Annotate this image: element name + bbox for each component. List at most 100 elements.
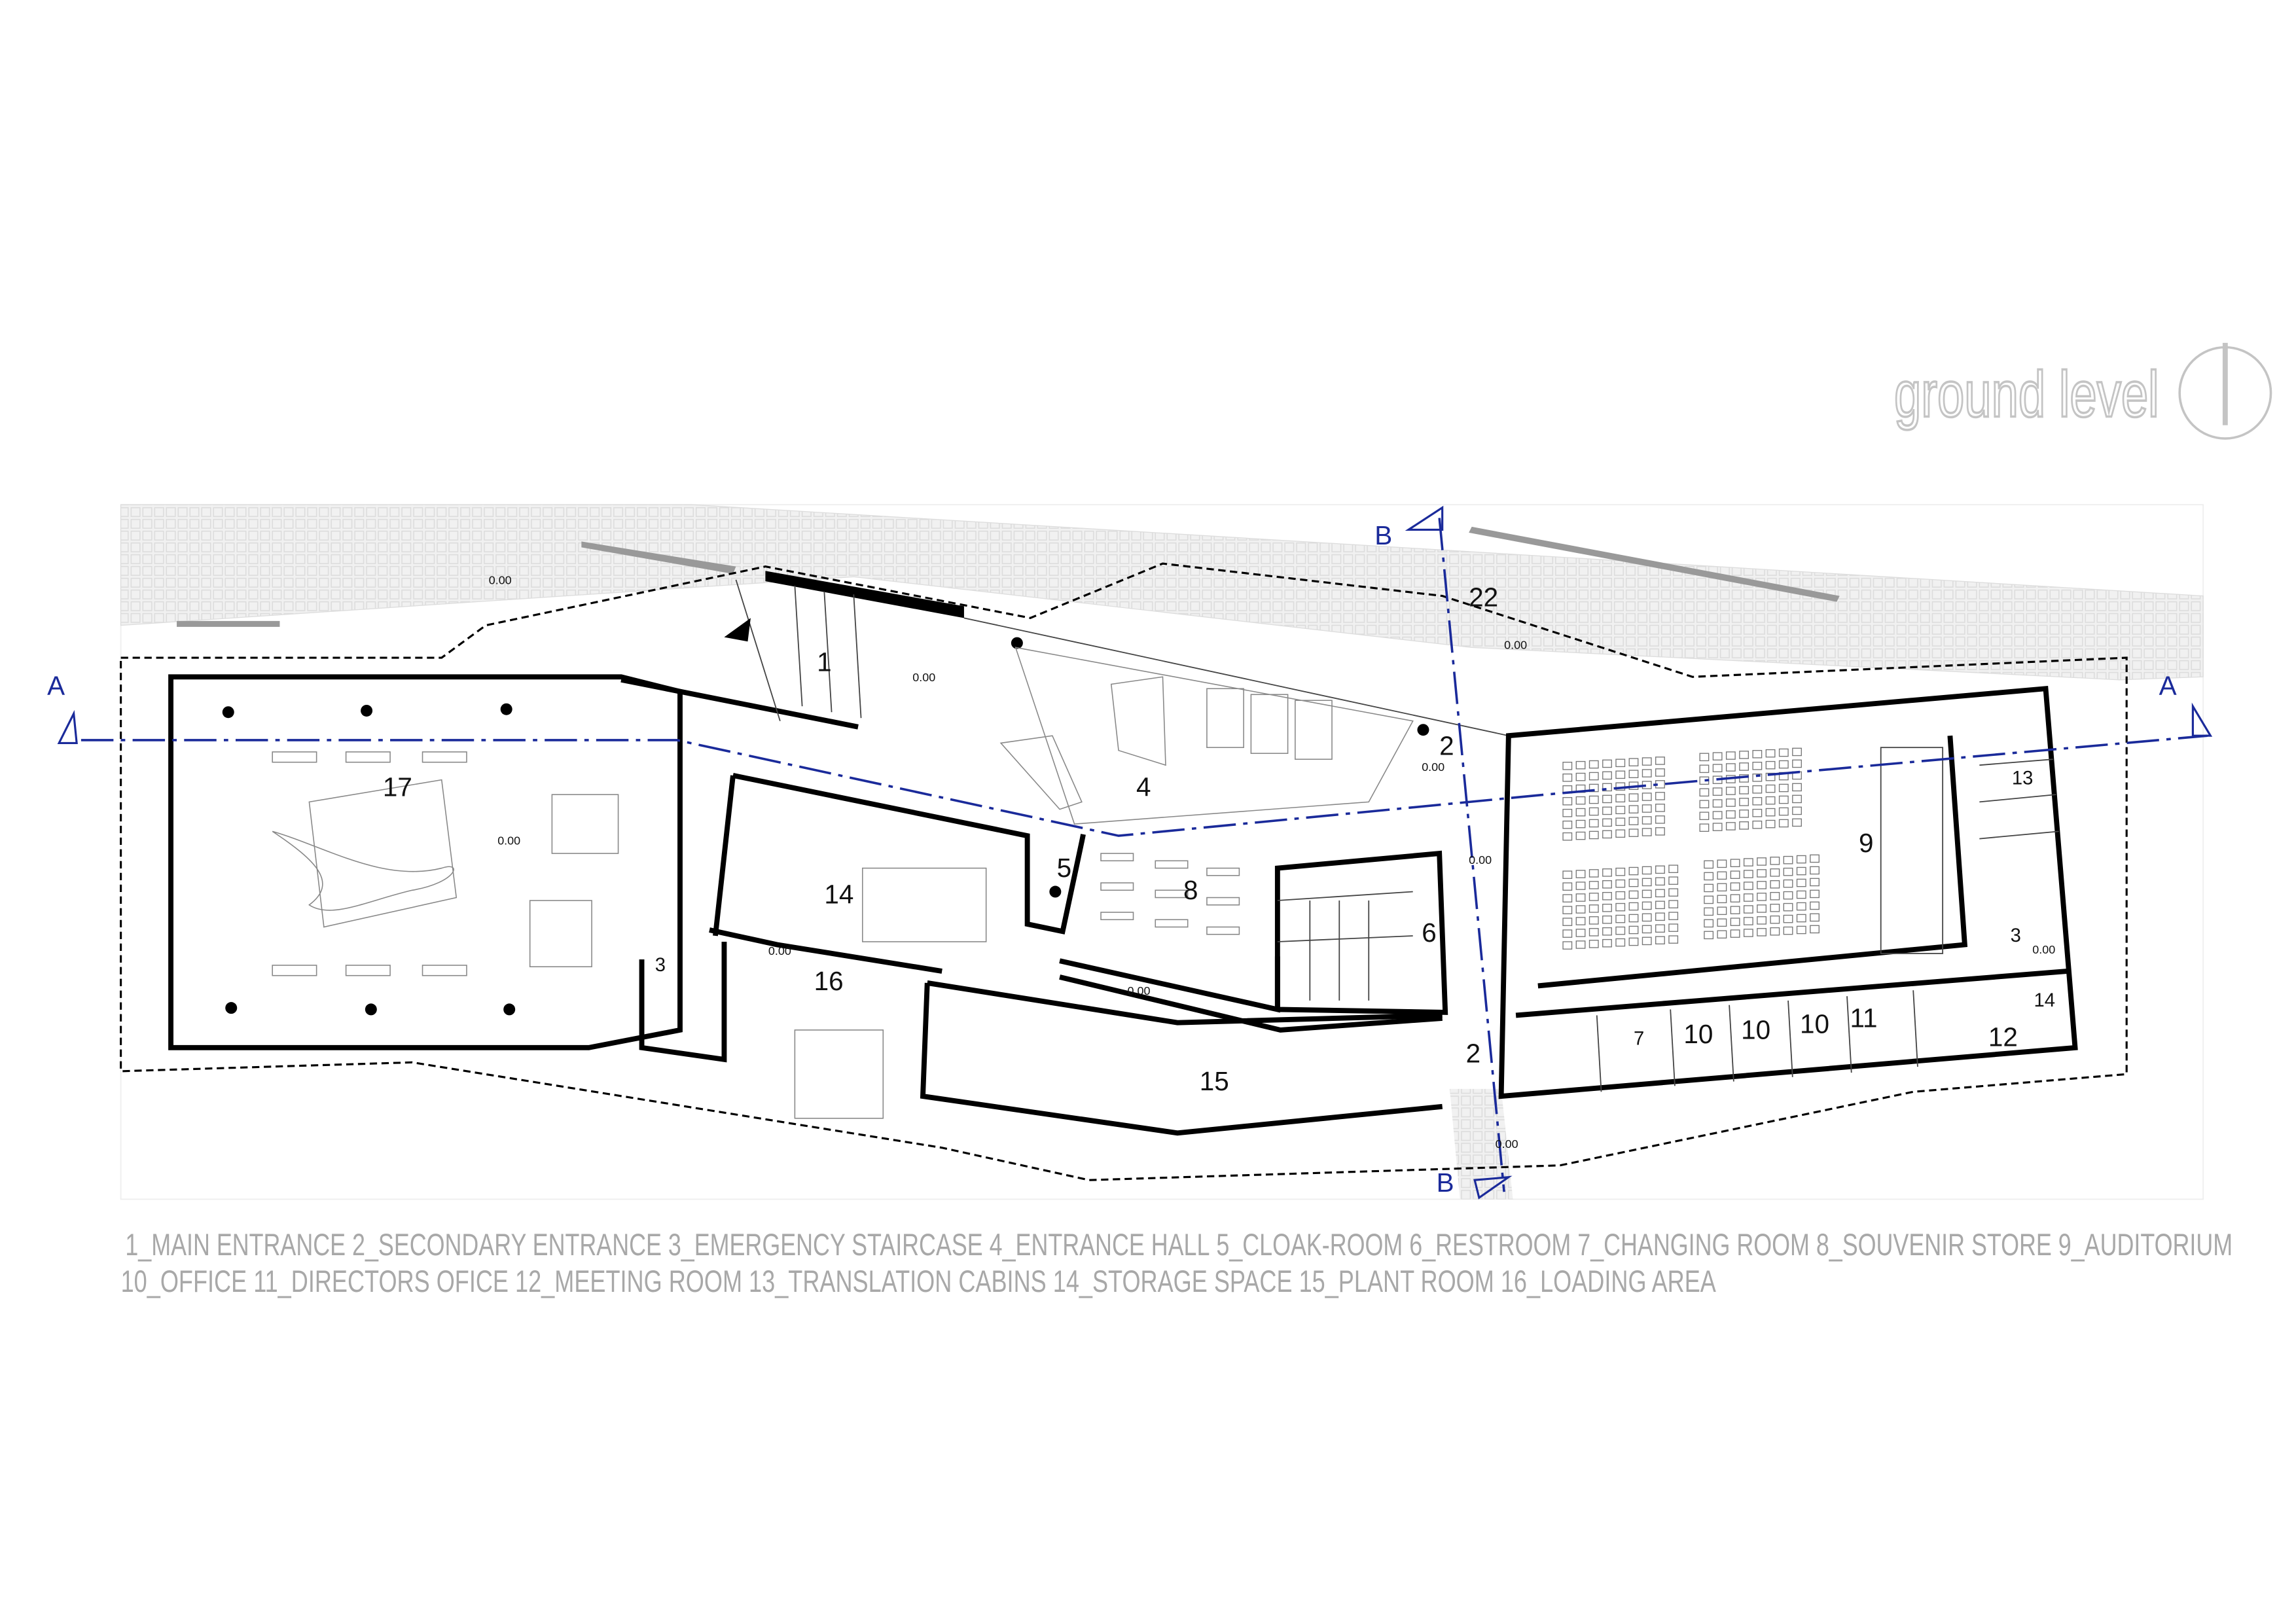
seat	[1588, 807, 1599, 816]
seat	[1730, 859, 1740, 867]
seat	[1668, 912, 1679, 920]
seat	[1562, 929, 1573, 938]
seat	[1717, 859, 1727, 868]
elevation-marks: 0.00 0.00 0.00 0.00 0.00 0.00 0.00 0.00 …	[489, 574, 2056, 1150]
seat	[1699, 753, 1710, 762]
seat	[1628, 890, 1639, 899]
seat	[1575, 772, 1586, 781]
seat	[1575, 796, 1586, 805]
seat	[1712, 787, 1723, 796]
room-label: 3	[655, 955, 666, 976]
seat	[1628, 793, 1639, 802]
legend-item: 15_PLANT ROOM	[1299, 1264, 1494, 1299]
seat	[1641, 936, 1652, 946]
seat	[1562, 832, 1573, 841]
seat	[1778, 748, 1789, 757]
seat	[1704, 860, 1714, 869]
seat	[1602, 880, 1612, 889]
seat	[1730, 870, 1740, 879]
room-label: 12	[1988, 1022, 2018, 1052]
seat	[1655, 768, 1665, 777]
seat	[1770, 880, 1780, 889]
seat	[1588, 904, 1599, 913]
seat	[1628, 866, 1639, 876]
seat	[1668, 876, 1679, 885]
seat	[1562, 918, 1573, 926]
exhibit-furniture	[272, 751, 619, 976]
seat	[1602, 830, 1612, 839]
store-furniture	[794, 647, 1414, 1119]
seat	[1615, 914, 1626, 923]
seat	[1588, 783, 1599, 793]
legend-item: 6_RESTROOM	[1409, 1228, 1571, 1262]
seat	[1717, 871, 1727, 880]
seat	[1628, 878, 1639, 887]
seat	[1628, 937, 1639, 946]
seat	[1725, 751, 1736, 760]
seat	[1704, 919, 1714, 928]
seat	[1752, 785, 1763, 794]
seat	[1641, 804, 1652, 813]
legend-item: 11_DIRECTORS OFICE	[253, 1264, 509, 1299]
seat	[1739, 786, 1749, 794]
section-marker-a-right-icon	[2191, 702, 2213, 737]
elevation-mark: 0.00	[912, 671, 935, 684]
seat	[1752, 750, 1763, 758]
seat	[1575, 929, 1586, 937]
elevation-mark: 0.00	[1128, 984, 1151, 997]
seat	[1575, 940, 1586, 949]
legend-item: 9_AUDITORIUM	[2058, 1228, 2233, 1262]
seat	[1615, 926, 1626, 935]
kerb-left	[177, 620, 280, 627]
seat	[1628, 817, 1639, 825]
seat	[1655, 827, 1665, 836]
seat	[1796, 866, 1806, 876]
seat	[1641, 816, 1652, 825]
seat	[1641, 878, 1652, 887]
seat	[1699, 800, 1710, 809]
seat	[1641, 793, 1652, 801]
seat	[1602, 903, 1612, 912]
seat	[1588, 928, 1599, 936]
seat	[1602, 771, 1612, 780]
seat	[1575, 870, 1586, 878]
elevation-mark: 0.00	[1496, 1137, 1518, 1150]
seat	[1730, 906, 1740, 914]
room-label: 6	[1422, 918, 1437, 948]
seat	[1704, 895, 1714, 904]
seat	[1796, 878, 1806, 887]
seat	[1602, 915, 1612, 924]
seat	[1588, 795, 1599, 804]
seat	[1628, 805, 1639, 813]
seat	[1757, 916, 1767, 925]
seat	[1778, 760, 1789, 769]
seat	[1562, 773, 1573, 782]
seat	[1628, 770, 1639, 778]
seat	[1602, 868, 1612, 877]
seat	[1615, 891, 1626, 900]
legend-item: 5_CLOAK-ROOM	[1216, 1228, 1403, 1262]
seat	[1562, 762, 1573, 770]
seat	[1655, 889, 1665, 898]
seat	[1562, 796, 1573, 806]
legend-item: 10_OFFICE	[121, 1264, 247, 1299]
room-label: 13	[2012, 768, 2034, 789]
room-label: 10	[1683, 1019, 1713, 1049]
seat	[1615, 879, 1626, 888]
seat	[1655, 901, 1665, 910]
seat	[1770, 915, 1780, 924]
seat	[1783, 891, 1793, 900]
seat	[1757, 904, 1767, 913]
seat	[1655, 936, 1665, 945]
seat	[1704, 872, 1714, 881]
exhibition-hall-walls	[168, 674, 683, 1050]
seat	[1602, 794, 1612, 804]
seat	[1641, 913, 1652, 922]
paved-path-b	[1449, 1088, 1513, 1200]
room-label: 2	[1466, 1038, 1481, 1068]
seat	[1765, 796, 1776, 805]
seat	[1717, 895, 1727, 904]
entrance-arrow-icon	[724, 618, 751, 642]
seat	[1796, 925, 1806, 935]
seat	[1628, 925, 1639, 935]
